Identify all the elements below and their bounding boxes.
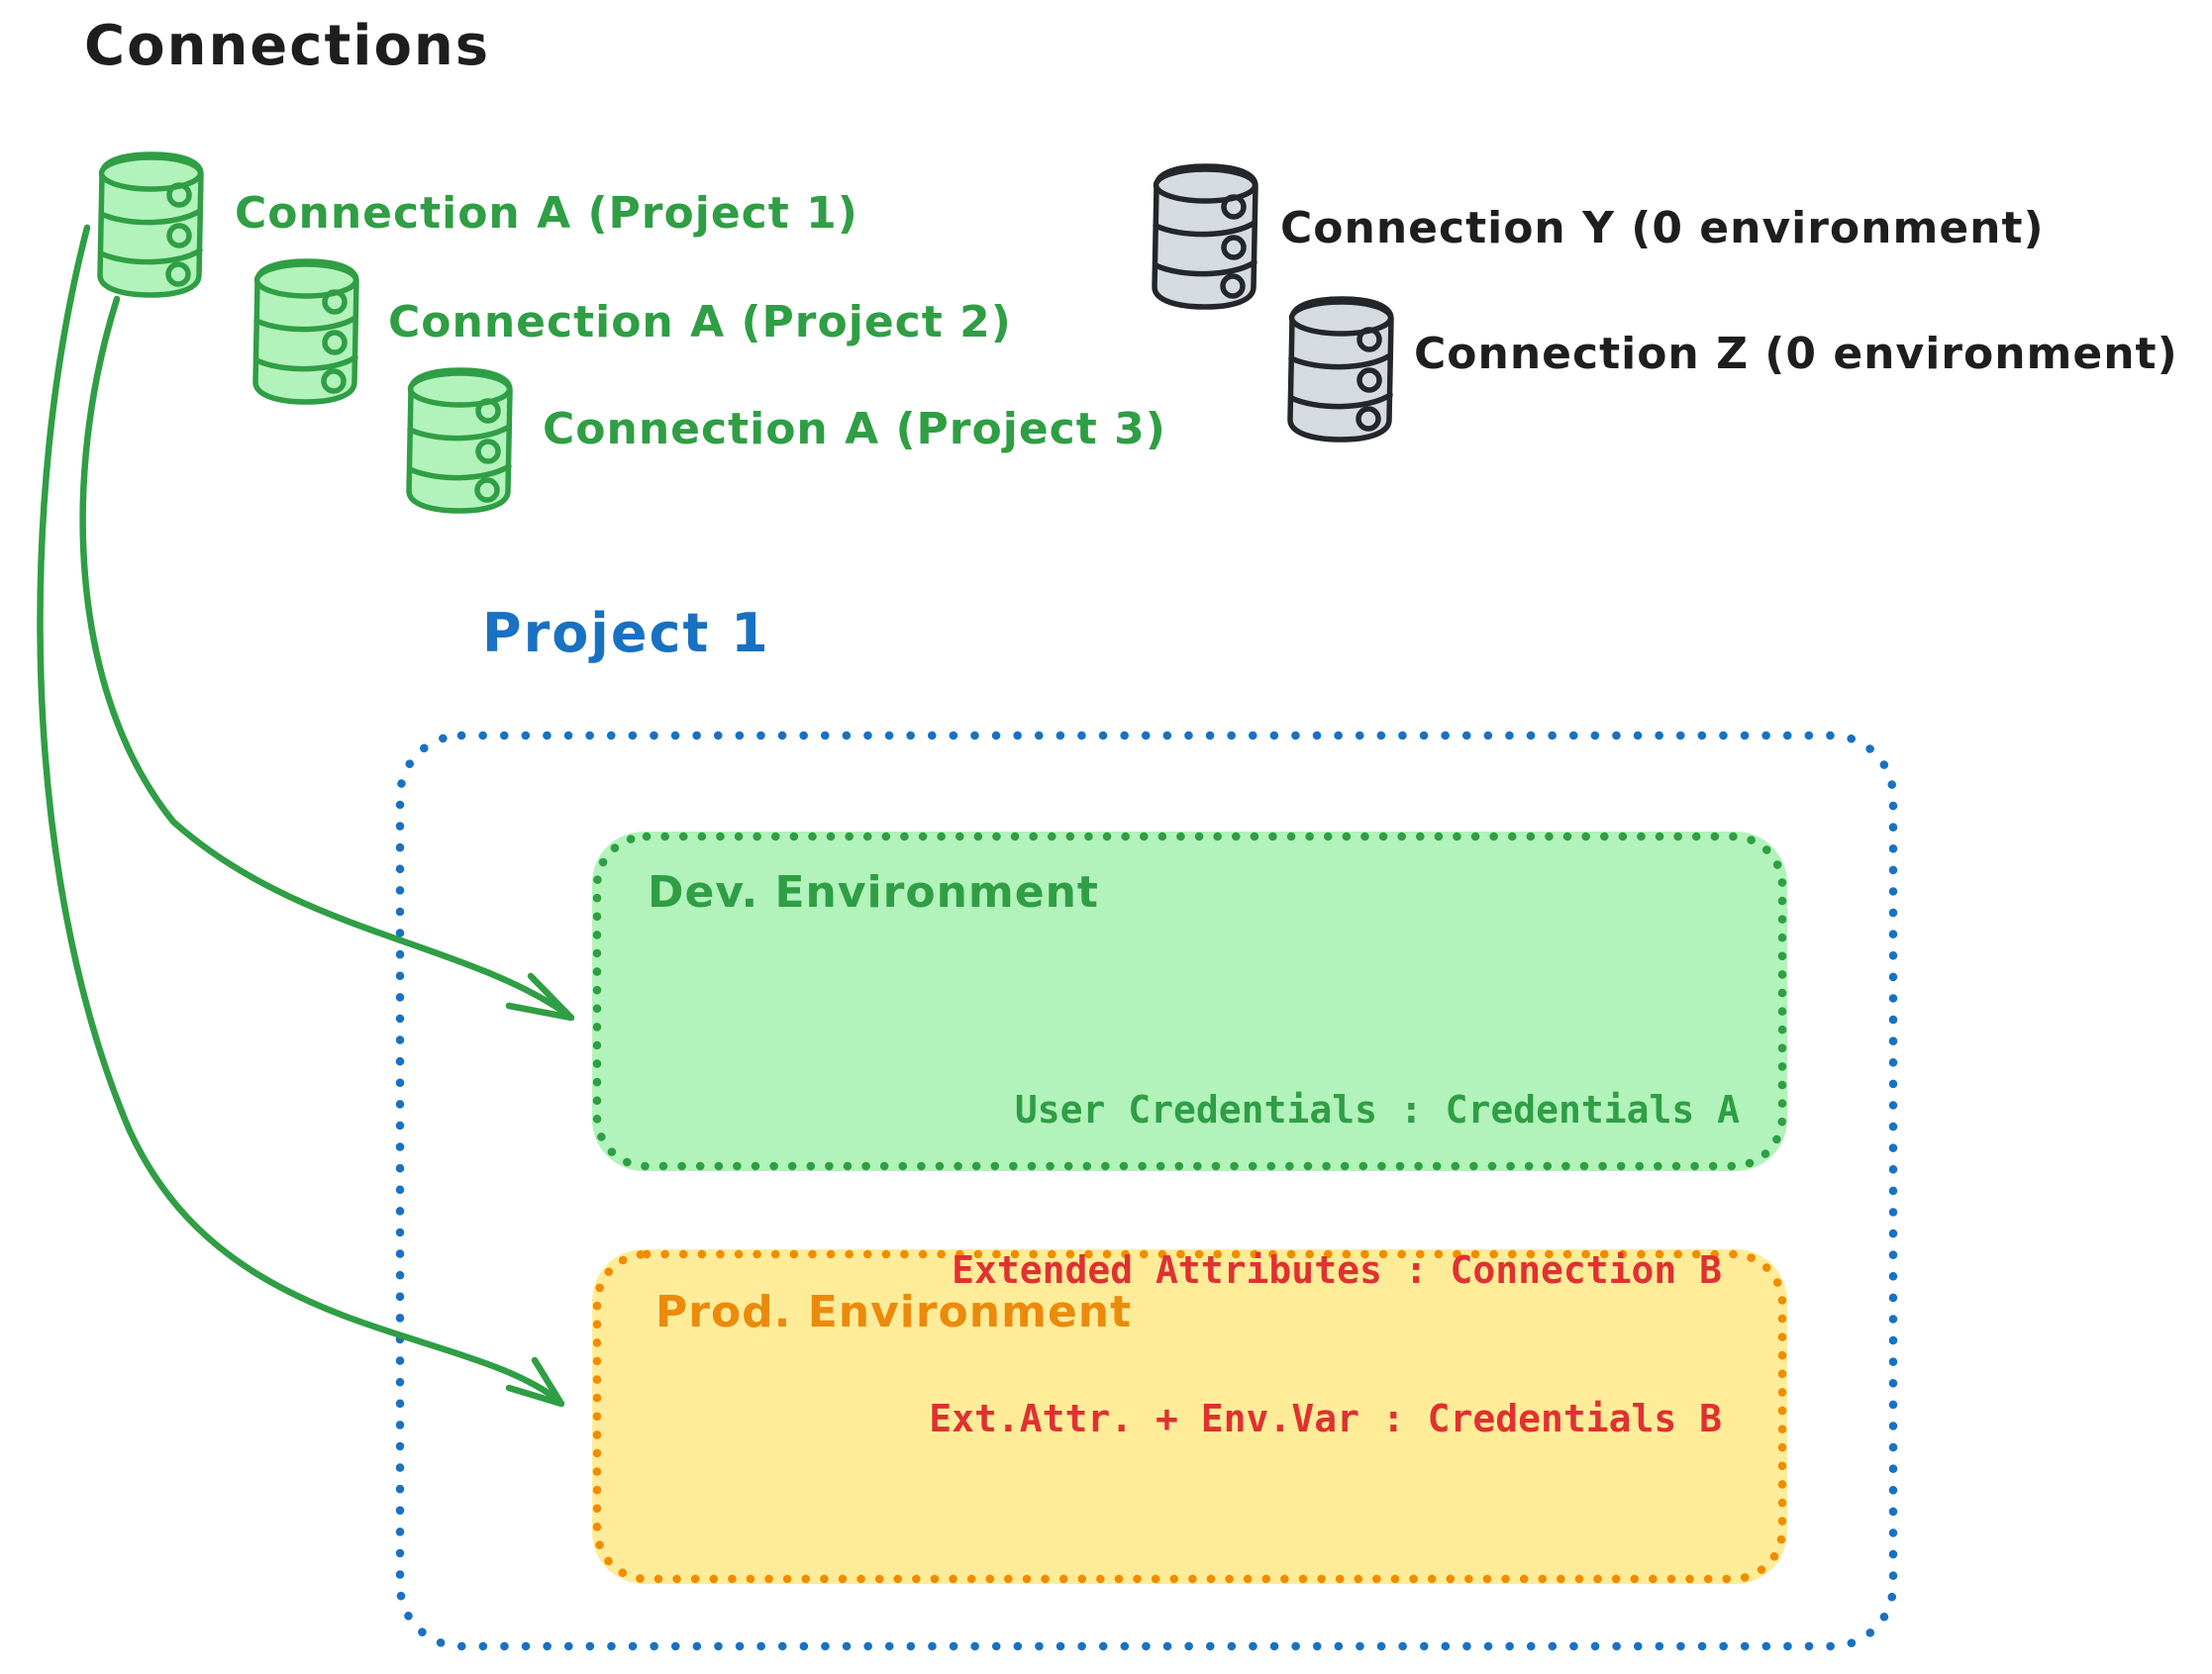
prod-mapping-line-1: Extended Attributes : Connection B bbox=[952, 1248, 1722, 1292]
database-icon-connection-a-project-2 bbox=[248, 255, 366, 406]
database-icon-connection-a-project-1 bbox=[92, 148, 211, 299]
project-title: Project 1 bbox=[482, 602, 770, 664]
prod-credentials-mapping: Extended Attributes : Connection B Ext.A… bbox=[929, 1146, 1722, 1542]
database-icon-connection-a-project-3 bbox=[401, 364, 520, 515]
database-icon-connection-y bbox=[1147, 160, 1265, 311]
prod-mapping-line-2: Ext.Attr. + Env.Var : Credentials B bbox=[929, 1397, 1722, 1440]
connection-y-label: Connection Y (0 environment) bbox=[1280, 203, 2045, 253]
dev-credentials-mapping: User Credentials : Credentials A bbox=[1014, 1088, 1740, 1132]
dev-environment-box: Dev. Environment User Credentials : Cred… bbox=[592, 832, 1787, 1171]
connection-a-project-1-label: Connection A (Project 1) bbox=[235, 188, 858, 239]
connection-z-label: Connection Z (0 environment) bbox=[1414, 329, 2178, 379]
database-icon-connection-z bbox=[1282, 293, 1401, 443]
diagram-title: Connections bbox=[84, 14, 491, 78]
connection-a-project-2-label: Connection A (Project 2) bbox=[388, 297, 1012, 347]
connection-a-project-3-label: Connection A (Project 3) bbox=[543, 404, 1166, 454]
prod-environment-box: Prod. Environment Extended Attributes : … bbox=[592, 1248, 1787, 1584]
dev-environment-label: Dev. Environment bbox=[648, 867, 1099, 918]
